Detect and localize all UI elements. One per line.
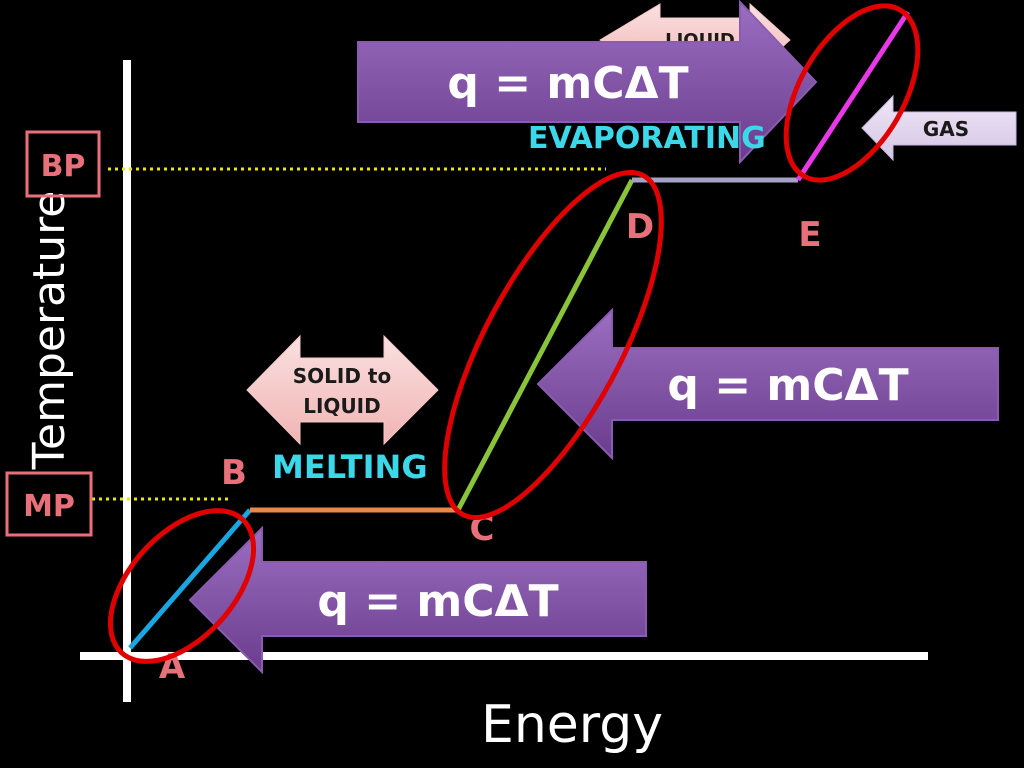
solid-to-liquid-arrow: SOLID to LIQUID <box>246 334 439 446</box>
phase-label-evaporating: EVAPORATING <box>528 121 766 156</box>
solid-to-liquid-label-line1: SOLID to <box>293 364 391 388</box>
phase-label-melting: MELTING <box>272 448 428 486</box>
equation-arrow-middle: q = mCΔT <box>536 307 999 461</box>
point-label-b: B <box>221 453 247 493</box>
equation-arrow-top: q = mCΔT <box>357 0 818 165</box>
segment-gas-heating <box>795 10 911 182</box>
x-axis-label: Energy <box>481 695 663 755</box>
highlight-ellipse-solid <box>107 508 257 664</box>
segment-solid-heating <box>128 508 252 650</box>
segment-liquid-heating <box>455 178 635 512</box>
y-axis-label: Temperature <box>24 191 75 471</box>
bp-marker: BP <box>25 130 101 198</box>
gas-arrow-label: GAS <box>923 117 969 141</box>
equation-arrow-bottom: q = mCΔT <box>188 525 647 675</box>
gas-arrow: GAS <box>861 94 1017 162</box>
highlight-ellipse-liquid <box>442 169 664 521</box>
equation-middle: q = mCΔT <box>667 360 908 411</box>
highlight-ellipse-gas <box>783 3 921 183</box>
equation-bottom: q = mCΔT <box>317 576 558 627</box>
equation-top: q = mCΔT <box>447 58 688 109</box>
point-label-d: D <box>626 207 654 247</box>
mp-label: MP <box>23 489 75 524</box>
mp-marker: MP <box>5 471 93 537</box>
bp-label: BP <box>41 149 86 184</box>
point-label-e: E <box>798 215 821 255</box>
solid-to-liquid-label-line2: LIQUID <box>303 394 380 418</box>
